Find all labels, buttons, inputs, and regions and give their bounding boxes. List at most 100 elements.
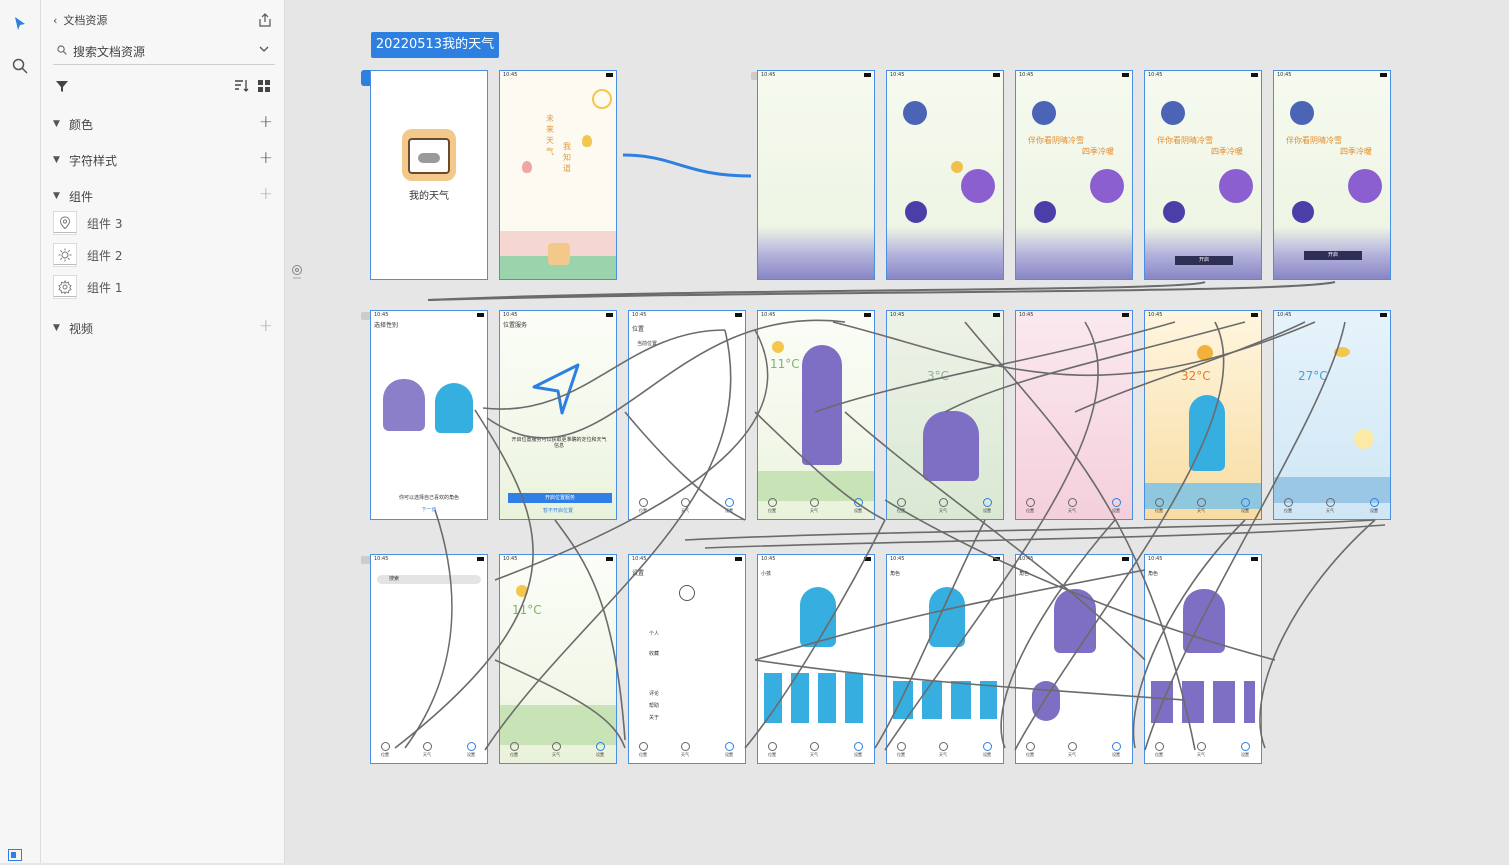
open-button[interactable]: 开启 — [1175, 256, 1233, 265]
settings-gear-icon[interactable] — [1112, 498, 1121, 507]
location-pin-icon[interactable] — [897, 742, 906, 751]
tab-location[interactable]: 位置 — [768, 508, 776, 513]
tab-location[interactable]: 位置 — [381, 752, 389, 757]
section-video[interactable]: ▼ 视频 + — [53, 316, 275, 338]
tab-location[interactable]: 位置 — [1026, 508, 1034, 513]
settings-item[interactable]: 关于 — [649, 715, 660, 721]
location-pin-icon[interactable] — [1284, 498, 1293, 507]
artboard-kids-1[interactable]: 10:45 小孩 — [757, 554, 875, 764]
tab-settings[interactable]: 设置 — [1112, 508, 1120, 513]
artboard-weather-27c[interactable]: 10:45 27°C — [1273, 310, 1391, 520]
settings-gear-icon[interactable] — [467, 742, 476, 751]
back-to-document-assets[interactable]: ‹ 文档资源 — [53, 12, 107, 28]
chevron-down-icon[interactable] — [259, 43, 269, 57]
location-pin-icon[interactable] — [897, 498, 906, 507]
settings-gear-icon[interactable] — [725, 498, 734, 507]
settings-gear-icon[interactable] — [983, 498, 992, 507]
tab-settings[interactable]: 设置 — [1370, 508, 1378, 513]
artboard-gender[interactable]: 10:45 选择性别 你可以选择自己喜欢的角色 下一步 — [370, 310, 488, 520]
artboard-location-service[interactable]: 10:45 位置服务 开启位置服务可以获取更准确的定位和天气信息 开启位置服务 … — [499, 310, 617, 520]
artboard-space-3[interactable]: 10:45 伴你看阴晴冷雪 四季冷暖 — [1015, 70, 1133, 280]
tab-location[interactable]: 位置 — [897, 752, 905, 757]
artboard-position[interactable]: 10:45 位置 当前位置 — [628, 310, 746, 520]
location-pin-icon[interactable] — [1155, 498, 1164, 507]
sun-icon[interactable] — [1326, 498, 1335, 507]
open-button[interactable]: 开启 — [1304, 251, 1362, 260]
settings-gear-icon[interactable] — [1241, 742, 1250, 751]
sort-icon[interactable] — [233, 78, 249, 97]
component-item-2[interactable]: 组件 2 — [53, 242, 275, 268]
location-pin-icon[interactable] — [768, 498, 777, 507]
flow-start-label[interactable]: 20220513我的天气 — [371, 32, 499, 58]
sun-icon[interactable] — [1197, 742, 1206, 751]
settings-gear-icon[interactable] — [854, 742, 863, 751]
tab-location[interactable]: 位置 — [639, 508, 647, 513]
tab-weather[interactable]: 天气 — [552, 752, 560, 757]
tab-location[interactable]: 位置 — [768, 752, 776, 757]
search-icon[interactable] — [6, 52, 34, 80]
tab-location[interactable]: 位置 — [1026, 752, 1034, 757]
location-pin-icon[interactable] — [381, 742, 390, 751]
tab-settings[interactable]: 设置 — [467, 752, 475, 757]
artboard-settings[interactable]: 10:45 设置 个人 收藏 评论 帮助 关于 — [628, 554, 746, 764]
location-pin-icon[interactable] — [1026, 742, 1035, 751]
open-location-button[interactable]: 开启位置服务 — [508, 493, 612, 503]
location-pin-icon[interactable] — [510, 742, 519, 751]
sun-icon[interactable] — [552, 742, 561, 751]
sun-icon[interactable] — [1068, 498, 1077, 507]
tab-location[interactable]: 位置 — [639, 752, 647, 757]
document-assets-icon[interactable] — [8, 846, 22, 861]
current-position[interactable]: 当前位置 — [637, 341, 658, 347]
tab-weather[interactable]: 天气 — [810, 508, 818, 513]
settings-gear-icon[interactable] — [1241, 498, 1250, 507]
tab-settings[interactable]: 设置 — [983, 508, 991, 513]
tab-weather[interactable]: 天气 — [681, 508, 689, 513]
tab-weather[interactable]: 天气 — [939, 508, 947, 513]
settings-gear-icon[interactable] — [725, 742, 734, 751]
sun-icon[interactable] — [423, 742, 432, 751]
settings-item[interactable]: 个人 — [649, 631, 660, 637]
tab-settings[interactable]: 设置 — [1112, 752, 1120, 757]
search-input[interactable]: 搜索 — [377, 575, 481, 584]
flow-start-marker[interactable] — [361, 70, 371, 86]
component-item-1[interactable]: 组件 1 — [53, 274, 275, 300]
artboard-weather-11c-b[interactable]: 10:45 11°C — [499, 554, 617, 764]
location-pin-icon[interactable] — [639, 742, 648, 751]
tab-location[interactable]: 位置 — [1284, 508, 1292, 513]
settings-gear-icon[interactable] — [854, 498, 863, 507]
settings-item[interactable]: 评论 — [649, 691, 660, 697]
artboard-intro[interactable]: 10:45 未来天气 我知道 — [499, 70, 617, 280]
tab-settings[interactable]: 设置 — [725, 752, 733, 757]
user-avatar-icon[interactable] — [679, 585, 695, 601]
artboard-space-4[interactable]: 10:45 伴你看阴晴冷雪 四季冷暖 开启 — [1144, 70, 1262, 280]
settings-gear-icon[interactable] — [1112, 742, 1121, 751]
sun-icon[interactable] — [810, 742, 819, 751]
tab-location[interactable]: 位置 — [897, 508, 905, 513]
artboard-adults-2[interactable]: 10:45 角色 — [1144, 554, 1262, 764]
settings-gear-icon[interactable] — [1370, 498, 1379, 507]
export-icon[interactable] — [257, 12, 273, 28]
tab-weather[interactable]: 天气 — [1068, 752, 1076, 757]
design-canvas[interactable]: 20220513我的天气 我的天气 10:45 未来天气 我知道 10:45 1… — [285, 0, 1509, 863]
settings-item[interactable]: 收藏 — [649, 651, 660, 657]
sun-icon[interactable] — [1197, 498, 1206, 507]
artboard-search[interactable]: 10:45 搜索 — [370, 554, 488, 764]
tab-settings[interactable]: 设置 — [1241, 508, 1249, 513]
gender-next-link[interactable]: 下一步 — [421, 507, 437, 513]
grid-view-icon[interactable] — [257, 78, 271, 97]
tab-weather[interactable]: 天气 — [423, 752, 431, 757]
tab-location[interactable]: 位置 — [510, 752, 518, 757]
artboard-weather-pink[interactable]: 10:45 — [1015, 310, 1133, 520]
tab-settings[interactable]: 设置 — [1241, 752, 1249, 757]
settings-gear-icon[interactable] — [291, 264, 303, 284]
tab-settings[interactable]: 设置 — [596, 752, 604, 757]
artboard-splash[interactable]: 我的天气 — [370, 70, 488, 280]
tab-weather[interactable]: 天气 — [810, 752, 818, 757]
tab-weather[interactable]: 天气 — [1197, 508, 1205, 513]
sun-icon[interactable] — [681, 742, 690, 751]
tab-location[interactable]: 位置 — [1155, 508, 1163, 513]
settings-gear-icon[interactable] — [596, 742, 605, 751]
artboard-weather-32c[interactable]: 10:45 32°C — [1144, 310, 1262, 520]
section-character-styles[interactable]: ▼ 字符样式 + — [53, 148, 275, 170]
settings-gear-icon[interactable] — [983, 742, 992, 751]
